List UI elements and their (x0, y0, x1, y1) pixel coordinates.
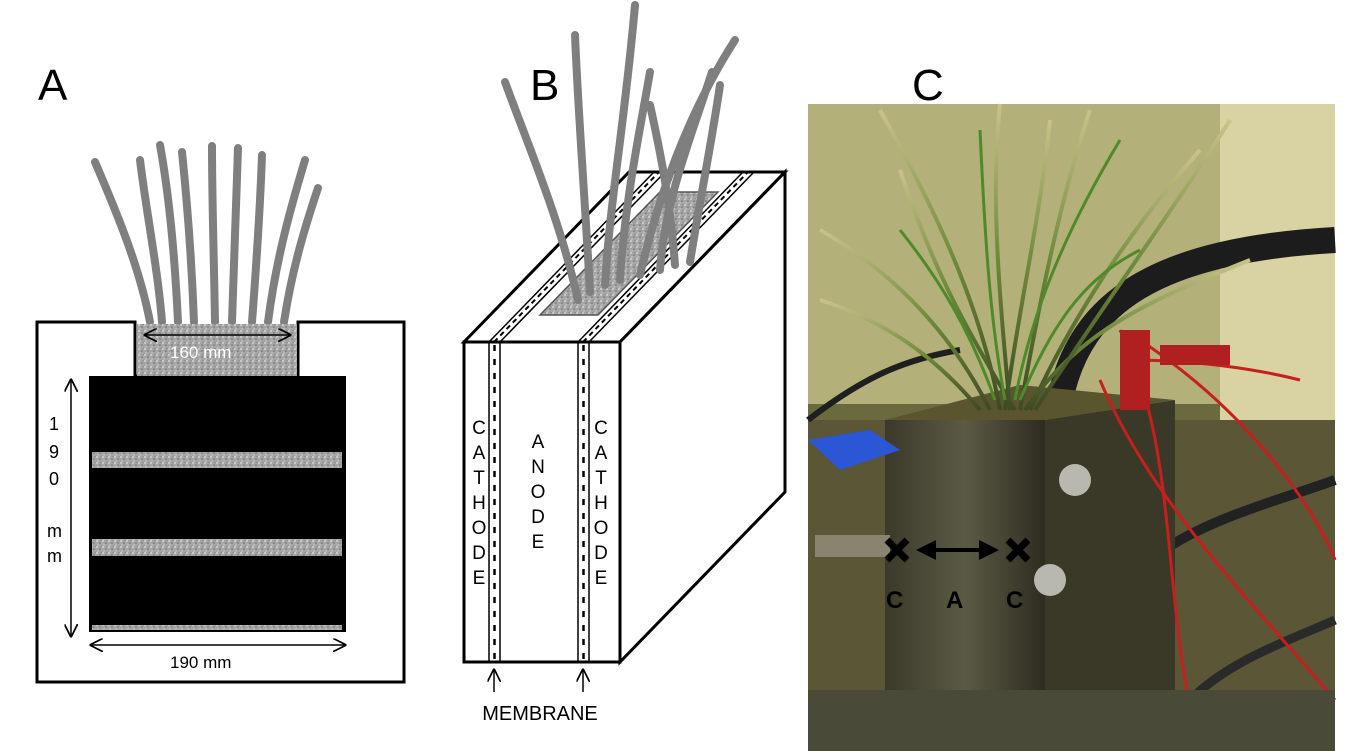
electrode-body-a (89, 376, 346, 632)
svg-text:1: 1 (49, 414, 59, 434)
svg-text:9: 9 (49, 442, 59, 462)
panel-b: B (464, 5, 785, 725)
panel-c-letter: C (912, 61, 944, 110)
panel-b-letter: B (530, 61, 559, 110)
membrane-label: MEMBRANE (482, 703, 598, 725)
svg-text:m: m (47, 521, 62, 541)
svg-text:m: m (47, 546, 62, 566)
bottom-label-a: 190 mm (170, 653, 231, 672)
photo-label-left: C (886, 587, 903, 614)
anode-label: ANODE (528, 432, 549, 557)
photo-label-mid: A (946, 587, 963, 614)
photo-label-right: C (1006, 587, 1023, 614)
panel-c: C (808, 61, 1335, 751)
svg-text:0: 0 (49, 469, 59, 489)
photo-c (808, 104, 1335, 751)
cathode-right-label: CATHODE (591, 418, 612, 593)
plant-stems-a (95, 145, 318, 322)
panel-a: A 160 mm 1 9 0 m m (37, 61, 404, 682)
granular-layer-3 (92, 625, 342, 630)
granular-layer-1 (92, 452, 342, 468)
granular-layer-2 (92, 539, 342, 556)
cathode-left-label: CATHODE (469, 418, 490, 593)
width-label-a: 160 mm (170, 343, 231, 362)
panel-a-letter: A (38, 61, 68, 110)
